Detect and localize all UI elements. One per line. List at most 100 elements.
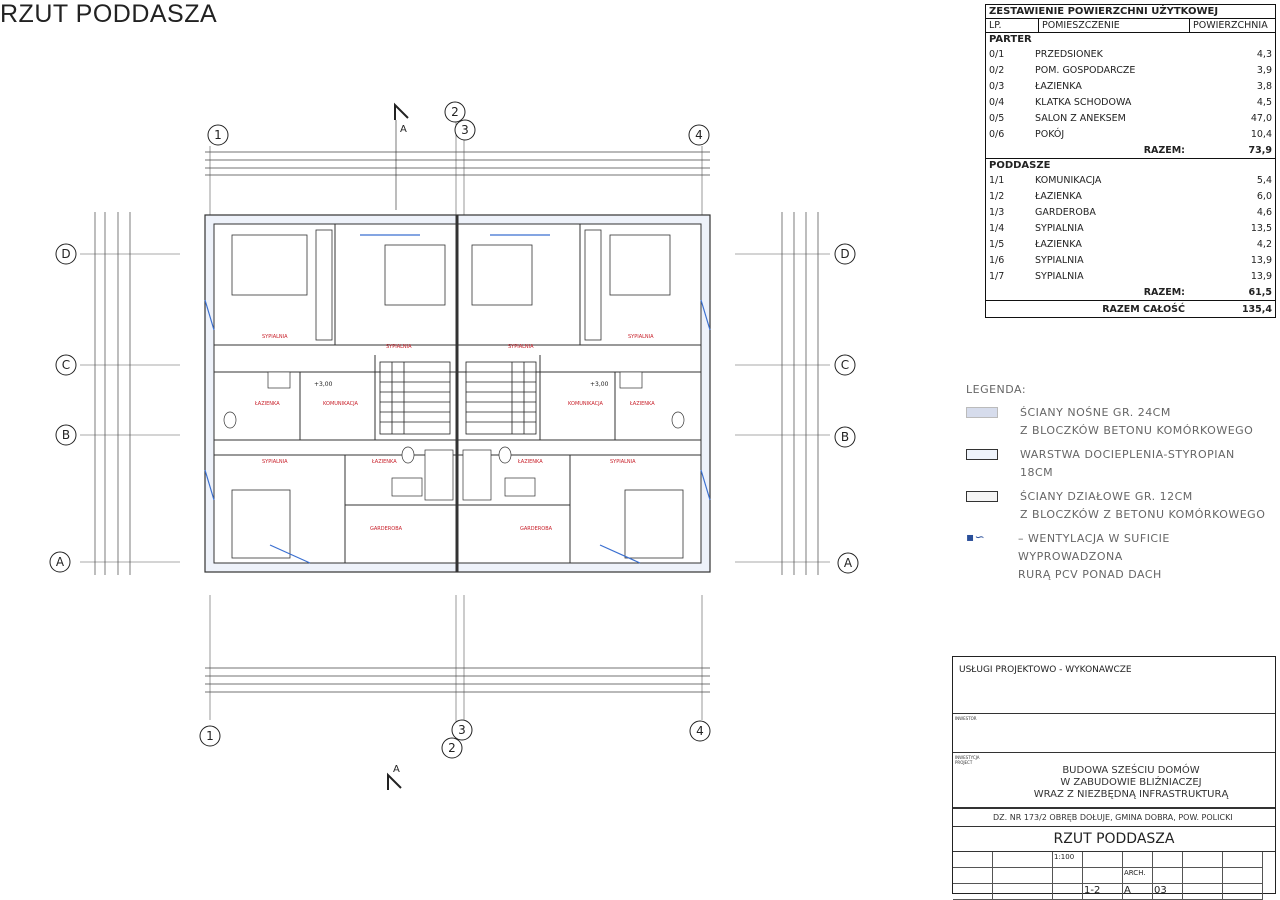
row-room: POM. GOSPODARCZE — [1035, 64, 1136, 76]
svg-text:2: 2 — [451, 105, 459, 119]
row-lp: 0/4 — [989, 96, 1005, 108]
row-area: 4,3 — [1256, 48, 1272, 60]
windows — [204, 234, 711, 564]
sheet-size: A — [1123, 884, 1153, 900]
row-lp: 0/2 — [989, 64, 1005, 76]
row-room: KOMUNIKACJA — [1035, 174, 1102, 186]
section-parter: PARTER — [989, 34, 1032, 45]
svg-text:SYPIALNIA: SYPIALNIA — [508, 344, 534, 350]
table-row: 0/2 POM. GOSPODARCZE 3,9 — [986, 62, 1275, 78]
parter-total: RAZEM: 73,9 — [986, 142, 1275, 158]
svg-text:ŁAZIENKA: ŁAZIENKA — [254, 401, 280, 407]
row-area: 3,8 — [1256, 80, 1272, 92]
legend-text: Z BLOCZKÓW BETONU KOMÓRKOWEGO — [1020, 424, 1254, 437]
svg-text:ŁAZIENKA: ŁAZIENKA — [371, 459, 397, 465]
company-name: USŁUGI PROJEKTOWO - WYKONAWCZE — [953, 657, 1275, 714]
side-dimensions — [94, 212, 819, 575]
row-lp: 1/4 — [989, 222, 1005, 234]
branch-value: ARCH. — [1123, 868, 1153, 884]
table-row: 1/7 SYPIALNIA 13,9 — [986, 268, 1275, 284]
legend-item: ŚCIANY NOŚNE GR. 24CM Z BLOCZKÓW BETONU K… — [966, 404, 1266, 440]
col-room: POMIESZCZENIE — [1039, 19, 1190, 32]
row-lp: 0/3 — [989, 80, 1005, 92]
total-value: 61,5 — [1248, 286, 1272, 298]
project-line: BUDOWA SZEŚCIU DOMÓW — [1062, 765, 1200, 776]
grand-total-label: RAZEM CAŁOŚĆ — [1102, 303, 1185, 315]
drawing-name: RZUT PODDASZA — [953, 827, 1275, 852]
section-poddasze: PODDASZE — [986, 158, 1275, 172]
table-row: 0/6 POKÓJ 10,4 — [986, 126, 1275, 142]
svg-text:C: C — [841, 358, 849, 372]
title-block: USŁUGI PROJEKTOWO - WYKONAWCZE INWESTOR … — [952, 656, 1276, 900]
room-labels: SYPIALNIA SYPIALNIA SYPIALNIA SYPIALNIA … — [254, 334, 655, 532]
legend-swatch — [966, 449, 998, 460]
axis-lines — [80, 122, 830, 740]
svg-text:4: 4 — [695, 128, 703, 142]
legend-text: ŚCIANY NOŚNE GR. 24CM — [1020, 406, 1171, 419]
axis-bubbles — [49, 101, 859, 759]
row-room: SYPIALNIA — [1035, 270, 1084, 282]
svg-text:SYPIALNIA: SYPIALNIA — [262, 334, 288, 340]
row-area: 4,2 — [1256, 238, 1272, 250]
address: DZ. NR 173/2 OBRĘB DOŁUJE, GMINA DOBRA, … — [953, 808, 1275, 827]
row-room: SYPIALNIA — [1035, 222, 1084, 234]
row-room: SALON Z ANEKSEM — [1035, 112, 1126, 124]
svg-text:2: 2 — [448, 741, 456, 755]
sheet-number: 1-2 — [1083, 884, 1123, 900]
svg-text:B: B — [62, 428, 70, 442]
drawing-number: 03 — [1153, 884, 1183, 900]
investor-field: INWESTOR — [953, 714, 1275, 753]
svg-text:4: 4 — [696, 724, 704, 738]
row-lp: 1/1 — [989, 174, 1005, 186]
row-area: 4,5 — [1256, 96, 1272, 108]
level-marks: +3,00 +3,00 — [314, 381, 609, 388]
svg-text:3: 3 — [461, 123, 469, 137]
row-area: 13,5 — [1250, 222, 1272, 234]
svg-text:ŁAZIENKA: ŁAZIENKA — [517, 459, 543, 465]
area-table-title: ZESTAWIENIE POWIERZCHNI UŻYTKOWEJ — [986, 5, 1275, 19]
row-room: POKÓJ — [1035, 128, 1065, 140]
svg-text:+3,00: +3,00 — [314, 381, 333, 388]
legend: LEGENDA: ŚCIANY NOŚNE GR. 24CM Z BLOCZKÓW… — [966, 383, 1266, 590]
drawing-title: RZUT PODDASZA — [0, 0, 218, 28]
top-dimensions — [205, 151, 710, 693]
row-room: GARDEROBA — [1035, 206, 1096, 218]
row-lp: 0/6 — [989, 128, 1005, 140]
legend-text: Z BLOCZKÓW Z BETONU KOMÓRKOWEGO — [1020, 508, 1266, 521]
svg-text:A: A — [844, 556, 853, 570]
legend-text: RURĄ PCV PONAD DACH — [1018, 568, 1162, 581]
svg-text:KOMUNIKACJA: KOMUNIKACJA — [568, 401, 604, 407]
svg-text:KOMUNIKACJA: KOMUNIKACJA — [323, 401, 359, 407]
sanitary — [223, 371, 685, 501]
svg-text:1: 1 — [214, 128, 222, 142]
row-area: 10,4 — [1250, 128, 1272, 140]
area-table: ZESTAWIENIE POWIERZCHNI UŻYTKOWEJ LP. PO… — [985, 4, 1276, 318]
project-line: WRAZ Z NIEZBĘDNĄ INFRASTRUKTURĄ — [1033, 789, 1229, 800]
row-room: PRZEDSIONEK — [1035, 48, 1103, 60]
legend-text: – WENTYLACJA W SUFICIE WYPROWADZONA — [1018, 532, 1170, 563]
row-room: ŁAZIENKA — [1035, 190, 1082, 202]
row-area: 13,9 — [1250, 254, 1272, 266]
svg-text:SYPIALNIA: SYPIALNIA — [386, 344, 412, 350]
grand-total-value: 135,4 — [1241, 303, 1272, 315]
section-label-top: A — [400, 124, 407, 135]
row-area: 3,9 — [1256, 64, 1272, 76]
stairs — [379, 361, 537, 435]
row-area: 6,0 — [1256, 190, 1272, 202]
row-room: ŁAZIENKA — [1035, 80, 1082, 92]
row-lp: 1/7 — [989, 270, 1005, 282]
row-area: 13,9 — [1250, 270, 1272, 282]
legend-title: LEGENDA: — [966, 383, 1027, 396]
row-lp: 0/5 — [989, 112, 1005, 124]
row-lp: 0/1 — [989, 48, 1005, 60]
